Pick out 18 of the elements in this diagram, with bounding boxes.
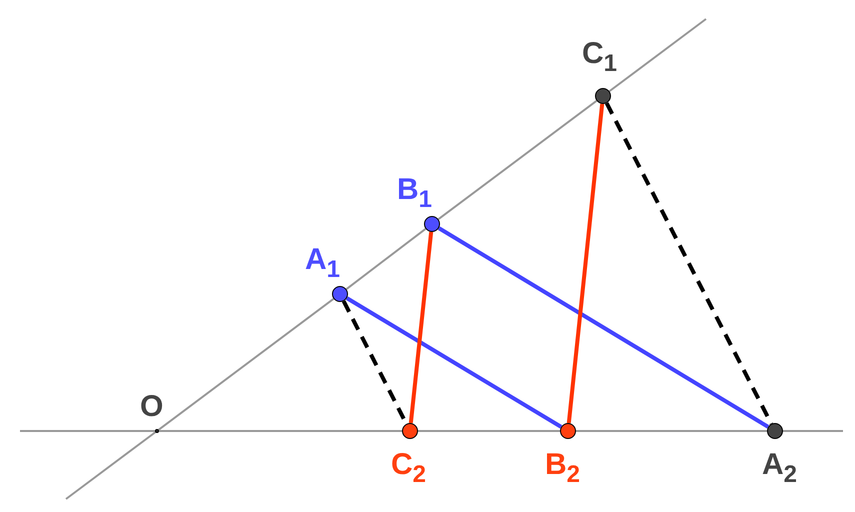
point-label: B$_{1}$	[397, 175, 432, 212]
line-segment	[576, 430, 767, 432]
line-segment	[604, 102, 774, 425]
line-segment	[438, 226, 770, 429]
point-label: A$_{1}$	[305, 245, 340, 282]
line-segment	[438, 100, 598, 220]
line-segment	[418, 430, 560, 432]
point-label: A$_{2}$	[762, 450, 798, 487]
point-label: C$_{2}$	[391, 450, 426, 487]
point-label: B$_{2}$	[545, 450, 580, 487]
line-segment	[346, 228, 426, 290]
point-label: C$_{1}$	[582, 39, 618, 76]
line-segment	[566, 104, 604, 424]
line-segment	[158, 298, 334, 431]
line-segment	[346, 296, 562, 429]
point-label: O	[140, 392, 164, 422]
line-segment	[159, 430, 402, 432]
line-segment	[408, 232, 434, 424]
